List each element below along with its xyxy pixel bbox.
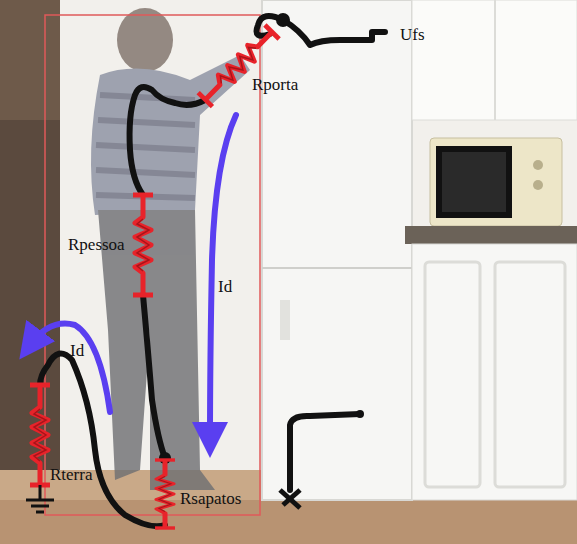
resistor-label: Rpessoa [68, 236, 125, 253]
current-label: Id [70, 342, 84, 359]
current-label: Id [218, 278, 232, 295]
resistor-label: Rsapatos [180, 490, 241, 507]
resistor-label: Rterra [50, 466, 92, 483]
resistor-label: Rporta [252, 76, 298, 93]
voltage-label: Ufs [400, 26, 425, 43]
